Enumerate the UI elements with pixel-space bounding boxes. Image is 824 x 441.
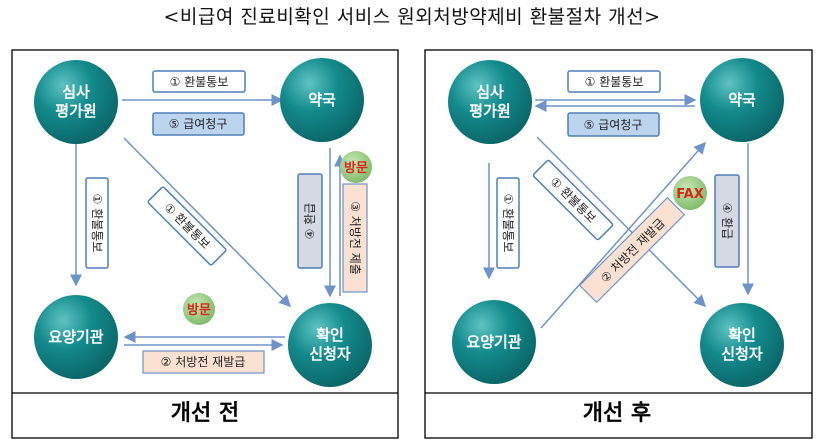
node-label: 약국 bbox=[308, 91, 336, 109]
label-claim: ⑤ 급여청구 bbox=[152, 112, 245, 136]
panel-after: 심사 평가원 약국 요양기관 확인 신청자 ① 환불통보 ⑤ 급여청구 ① 환불… bbox=[424, 49, 813, 439]
node-applicant: 확인 신청자 bbox=[700, 303, 784, 387]
page-title: <비급여 진료비확인 서비스 원외처방약제비 환불절차 개선> bbox=[163, 6, 661, 28]
label-text: ⑤ 급여청구 bbox=[169, 117, 228, 131]
label-text: ④ 환급 bbox=[720, 203, 734, 240]
node-pharmacy: 약국 bbox=[280, 58, 364, 142]
label-refund-notice-left: ① 환불통보 bbox=[496, 177, 520, 269]
badge-text: 방문 bbox=[187, 302, 211, 318]
label-text: ③ 처방전 제출 bbox=[348, 201, 362, 275]
caption-before: 개선 전 bbox=[171, 401, 239, 426]
caption-after: 개선 후 bbox=[583, 401, 651, 426]
node-label: 심사 bbox=[62, 83, 90, 101]
arrows bbox=[483, 94, 754, 329]
label-text: ① 환불통보 bbox=[501, 194, 515, 253]
label-refund: ④ 환급 bbox=[714, 174, 740, 268]
label-submit-rx: ③ 처방전 제출 bbox=[342, 183, 368, 293]
label-refund-notice-top: ① 환불통보 bbox=[152, 70, 246, 93]
fax-badge: FAX bbox=[673, 176, 707, 210]
label-text: ① 환불통보 bbox=[90, 194, 104, 253]
label-text: ② 처방전 재발급 bbox=[161, 355, 246, 369]
node-hospital: 요양기관 bbox=[452, 300, 536, 384]
node-label: 신청자 bbox=[309, 345, 351, 363]
arrow-hira-to-applicant bbox=[123, 137, 292, 308]
node-label: 요양기관 bbox=[466, 333, 521, 351]
node-label: 확인 bbox=[316, 326, 344, 344]
badge-text: FAX bbox=[676, 187, 703, 202]
arrow-hospital-to-pharmacy bbox=[540, 141, 706, 329]
visit-badge: 방문 bbox=[340, 151, 372, 183]
label-text: ④ 환급 bbox=[303, 203, 317, 240]
visit-badge: 방문 bbox=[183, 293, 215, 325]
label-refund-notice-top: ① 환불통보 bbox=[567, 70, 661, 93]
node-applicant: 확인 신청자 bbox=[288, 303, 372, 387]
label-text: ① 환불통보 bbox=[585, 75, 644, 89]
arrows bbox=[70, 94, 346, 351]
node-label: 확인 bbox=[728, 326, 756, 344]
label-claim: ⑤ 급여청구 bbox=[567, 112, 660, 137]
label-refund-notice-left: ① 환불통보 bbox=[85, 177, 109, 269]
node-hira: 심사 평가원 bbox=[34, 60, 118, 144]
node-label: 평가원 bbox=[469, 102, 510, 120]
badge-text: 방문 bbox=[344, 160, 368, 176]
label-refund: ④ 환급 bbox=[297, 173, 323, 269]
node-label: 심사 bbox=[476, 83, 504, 101]
node-label: 약국 bbox=[728, 91, 756, 109]
node-label: 신청자 bbox=[721, 345, 763, 363]
node-label: 요양기관 bbox=[48, 328, 103, 346]
node-pharmacy: 약국 bbox=[700, 58, 784, 142]
panel-before: 심사 평가원 약국 요양기관 확인 신청자 ① 환불통보 ⑤ 급여청구 ① 환불… bbox=[11, 49, 399, 439]
node-label: 평가원 bbox=[55, 102, 96, 120]
arrow-hira-to-applicant bbox=[536, 136, 707, 308]
label-text: ① 환불통보 bbox=[170, 75, 229, 89]
node-hospital: 요양기관 bbox=[34, 295, 118, 379]
node-hira: 심사 평가원 bbox=[448, 60, 532, 144]
label-text: ⑤ 급여청구 bbox=[584, 118, 643, 132]
label-reissue-rx: ② 처방전 재발급 bbox=[142, 350, 265, 374]
